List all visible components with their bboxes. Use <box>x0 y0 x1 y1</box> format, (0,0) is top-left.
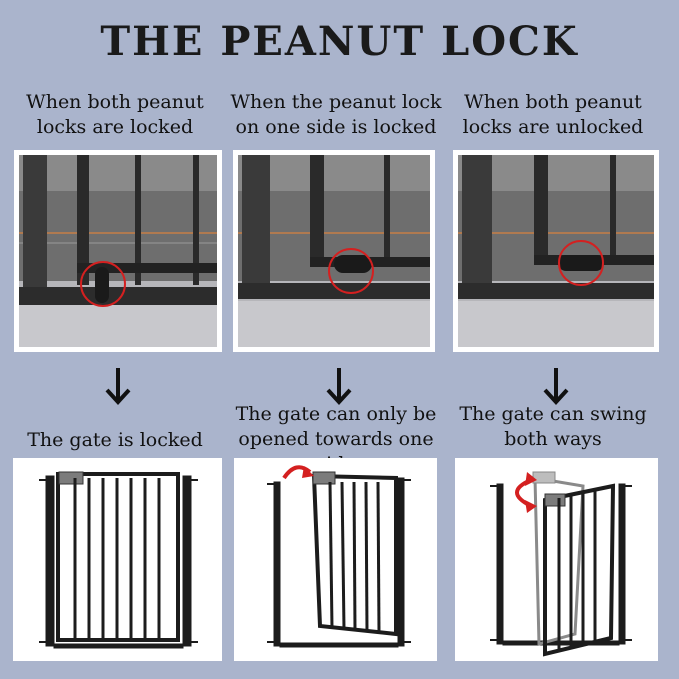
caption-bottom-right: The gate can swing both ways <box>459 403 647 450</box>
gate-diagram-two-way <box>455 458 658 661</box>
down-arrow-icon <box>324 366 354 406</box>
gate-diagram-locked <box>13 458 222 661</box>
page-title: THE PEANUT LOCK <box>100 18 579 65</box>
caption-top-right: When both peanut locks are unlocked <box>462 91 644 138</box>
down-arrow-icon <box>541 366 571 406</box>
lock-photo-both-locked <box>14 150 222 352</box>
lock-photo-both-unlocked <box>453 150 659 352</box>
caption-bottom-left: The gate is locked <box>27 429 203 451</box>
gate-diagram-one-way <box>234 458 437 661</box>
caption-top-left: When both peanut locks are locked <box>26 91 204 138</box>
caption-top-middle: When the peanut lock on one side is lock… <box>230 91 442 138</box>
lock-photo-one-locked <box>233 150 435 352</box>
down-arrow-icon <box>103 366 133 406</box>
